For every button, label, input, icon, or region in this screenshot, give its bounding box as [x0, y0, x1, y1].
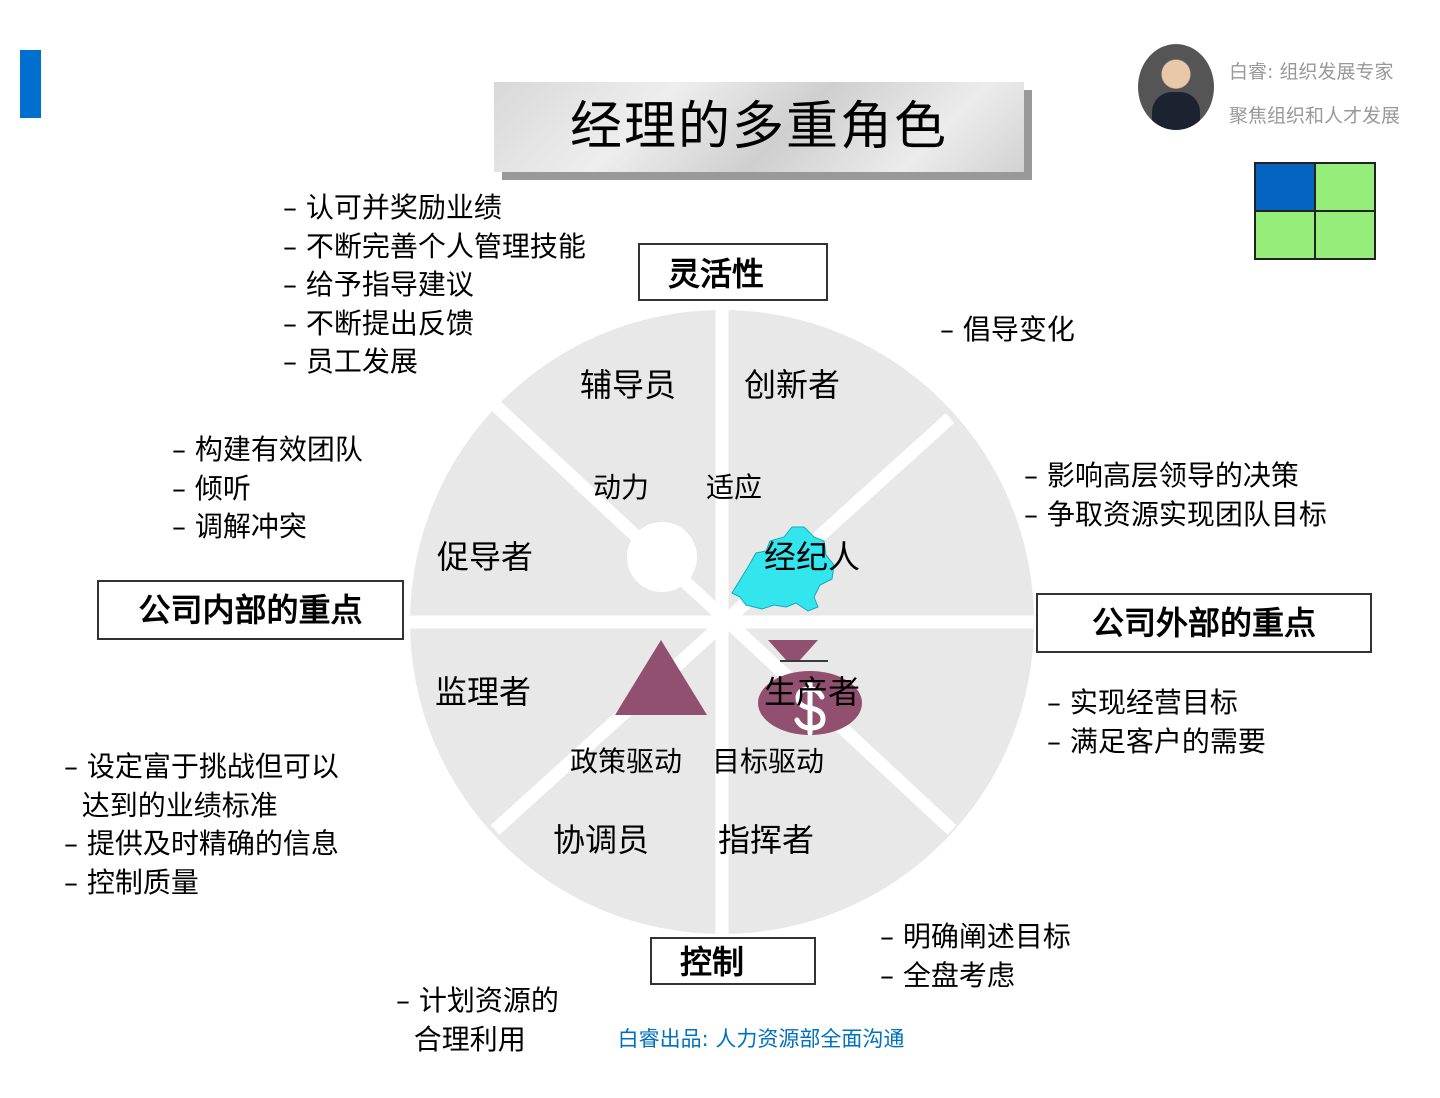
- dollar-sign-icon: [794, 680, 826, 736]
- role-director: 指挥者: [718, 821, 815, 859]
- bullet: – 明确阐述目标: [880, 920, 1071, 953]
- bullet: 合理利用: [396, 1022, 526, 1056]
- role-producer: 生产者: [764, 673, 861, 711]
- accent-bar: [20, 50, 41, 118]
- bullet: – 控制质量: [64, 865, 199, 899]
- role-monitor: 监理者: [435, 673, 532, 711]
- bullet: – 调解冲突: [172, 510, 307, 543]
- bullet: – 倾听: [172, 471, 251, 505]
- wheel-spokes: [400, 300, 1044, 944]
- role-broker: 经纪人: [764, 538, 861, 576]
- avatar: [1138, 44, 1214, 130]
- bullets-bottom-left: – 计划资源的 合理利用: [396, 905, 559, 1098]
- bullet: – 提供及时精确的信息: [64, 827, 339, 860]
- bullet: – 设定富于挑战但可以: [64, 750, 339, 783]
- bullet: – 不断提出反馈: [283, 306, 474, 340]
- author-title: 白睿: 组织发展专家: [1229, 61, 1394, 83]
- bullet: – 争取资源实现团队目标: [1024, 497, 1327, 531]
- inner-motivation: 动力: [593, 471, 650, 504]
- bullets-mid-left: – 构建有效团队 – 倾听 – 调解冲突: [172, 431, 363, 547]
- bullet: – 不断完善个人管理技能: [283, 229, 586, 263]
- bullet: – 满足客户的需要: [1047, 724, 1266, 758]
- quadrant-active: [1255, 163, 1315, 211]
- triangle-icon: [615, 640, 707, 715]
- quadrant: [1315, 211, 1375, 259]
- bullet: – 计划资源的: [396, 984, 559, 1017]
- bullets-bottom-right: – 明确阐述目标 – 全盘考虑: [880, 918, 1071, 995]
- label-internal-focus: 公司内部的重点: [97, 580, 404, 640]
- bullet: – 给予指导建议: [283, 268, 474, 301]
- page-title: 经理的多重角色: [494, 82, 1024, 172]
- bullets-top-right: – 倡导变化: [940, 311, 1075, 350]
- inner-policy-driven: 政策驱动: [570, 745, 683, 778]
- bullets-low-left: – 设定富于挑战但可以 达到的业绩标准 – 提供及时精确的信息 – 控制质量: [64, 671, 339, 941]
- bullet: – 倡导变化: [940, 313, 1075, 346]
- label-control: 控制: [650, 937, 816, 985]
- bullets-top-left: – 认可并奖励业绩 – 不断完善个人管理技能 – 给予指导建议 – 不断提出反馈 – 员…: [283, 189, 586, 382]
- bullet: – 实现经营目标: [1047, 686, 1238, 719]
- footer-credit: 白睿出品: 人力资源部全面沟通: [617, 1027, 905, 1051]
- inner-goal-driven: 目标驱动: [712, 745, 825, 778]
- center-hole: [627, 522, 697, 592]
- bullet: – 员工发展: [283, 345, 418, 378]
- quadrant: [1255, 211, 1315, 259]
- money-bag-icon: [758, 640, 862, 736]
- role-mentor: 辅导员: [580, 366, 677, 404]
- bullets-mid-right: – 影响高层领导的决策 – 争取资源实现团队目标: [1024, 457, 1327, 534]
- quadrant: [1315, 163, 1375, 211]
- quadrant-icon: [1254, 162, 1376, 260]
- bullet: – 构建有效团队: [172, 433, 363, 466]
- role-facilitator: 促导者: [437, 538, 534, 576]
- bullets-low-right: – 实现经营目标 – 满足客户的需要: [1047, 684, 1266, 761]
- label-external-focus: 公司外部的重点: [1036, 593, 1372, 653]
- bullet: – 认可并奖励业绩: [283, 191, 502, 224]
- bullet: – 全盘考虑: [880, 958, 1015, 992]
- label-flexibility: 灵活性: [638, 243, 828, 301]
- author-tagline: 聚焦组织和人才发展: [1229, 105, 1401, 127]
- broker-blob-icon: [731, 526, 835, 612]
- inner-adapt: 适应: [706, 471, 763, 504]
- role-coordinator: 协调员: [553, 821, 650, 859]
- bullet: 达到的业绩标准: [64, 788, 278, 822]
- role-innovator: 创新者: [744, 366, 841, 404]
- bullet: – 影响高层领导的决策: [1024, 459, 1299, 492]
